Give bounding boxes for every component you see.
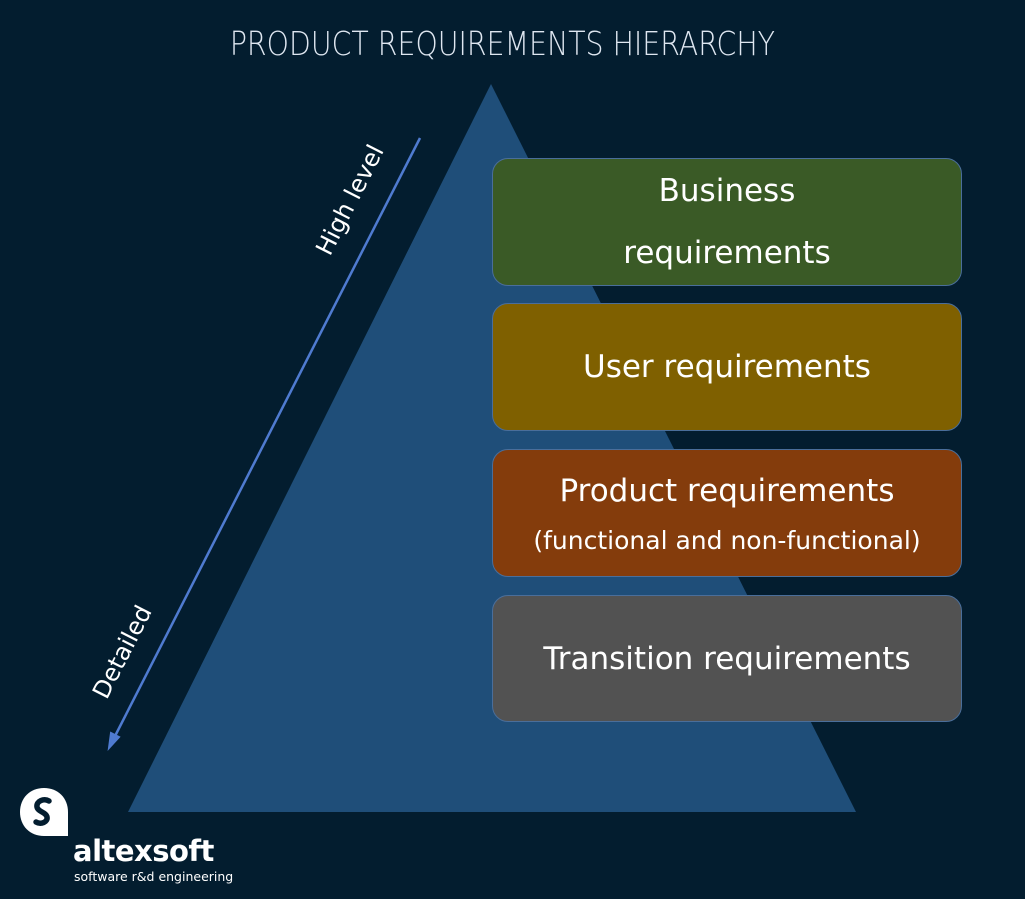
user-requirements-box: User requirements [492,303,962,431]
page-title: PRODUCT REQUIREMENTS HIERARCHY [229,24,776,63]
business-line1: Business [658,173,796,209]
brand-name: altexsoft [73,834,214,868]
user-line1: User requirements [583,349,871,385]
product-requirements-box: Product requirements (functional and non… [492,449,962,577]
product-line2: (functional and non-functional) [533,526,921,555]
business-line2: requirements [623,235,831,271]
brand-tagline: software r&d engineering [74,869,234,884]
level-arrow-icon [107,137,422,752]
transition-line1: Transition requirements [543,640,911,677]
business-requirements-box: Business requirements [492,158,962,286]
altexsoft-logo-icon [20,788,68,836]
transition-requirements-box: Transition requirements [492,595,962,722]
product-line1: Product requirements [559,473,895,509]
